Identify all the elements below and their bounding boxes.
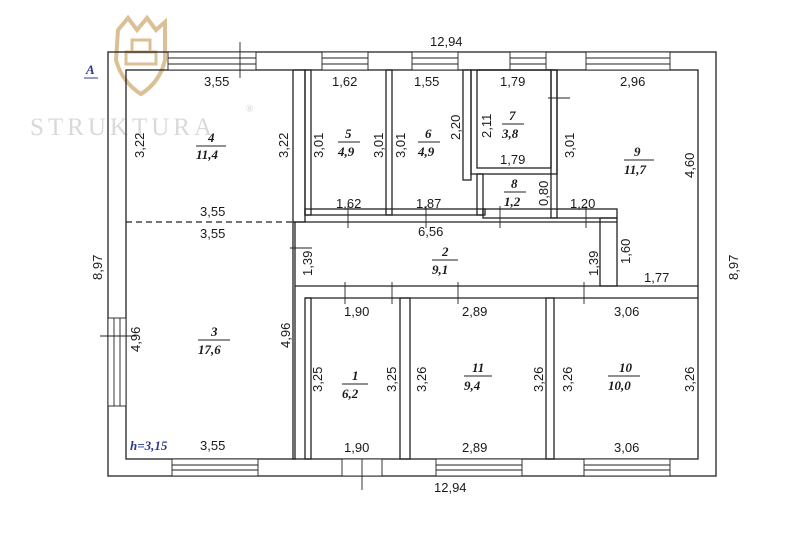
room-label-11: 11 9,4 bbox=[464, 360, 492, 393]
room-label-5: 5 4,9 bbox=[337, 126, 360, 159]
dim-r2-ext: 1,60 bbox=[618, 239, 633, 264]
room-label-7: 7 3,8 bbox=[501, 108, 524, 141]
dim-r7-left: 2,11 bbox=[479, 114, 494, 138]
dim-r10-left: 3,26 bbox=[560, 367, 575, 392]
svg-text:9: 9 bbox=[634, 144, 641, 159]
overall-right-dim: 8,97 bbox=[726, 255, 741, 280]
svg-text:9,1: 9,1 bbox=[432, 262, 448, 277]
svg-text:1,2: 1,2 bbox=[504, 194, 521, 209]
room-label-4: 4 11,4 bbox=[196, 130, 226, 162]
room-label-6: 6 4,9 bbox=[417, 126, 440, 159]
dim-r5-right: 3,01 bbox=[371, 133, 386, 158]
door-bottom-r1 bbox=[341, 458, 383, 490]
dim-r5-bottom: 1,62 bbox=[336, 196, 361, 211]
svg-text:17,6: 17,6 bbox=[198, 342, 221, 357]
svg-text:7: 7 bbox=[509, 108, 516, 123]
dim-r5-left: 3,01 bbox=[311, 133, 326, 158]
svg-text:1: 1 bbox=[352, 368, 359, 383]
svg-text:10: 10 bbox=[619, 360, 633, 375]
dim-r9-right: 4,60 bbox=[682, 153, 697, 178]
brand-registered-mark: ® bbox=[246, 104, 254, 115]
svg-text:6: 6 bbox=[425, 126, 432, 141]
window-bottom-r10 bbox=[583, 458, 671, 477]
section-marker: A bbox=[85, 62, 95, 77]
window-top-r7 bbox=[509, 51, 547, 71]
dim-r4-left: 3,22 bbox=[132, 133, 147, 158]
window-top-r6 bbox=[411, 51, 459, 71]
struktura-logo-icon bbox=[113, 14, 167, 97]
dim-r8-right: 0,80 bbox=[536, 181, 551, 206]
dim-r3-right: 4,96 bbox=[278, 323, 293, 348]
svg-text:11,7: 11,7 bbox=[624, 162, 647, 177]
room-label-1: 1 6,2 bbox=[342, 368, 368, 401]
room-label-10: 10 10,0 bbox=[608, 360, 640, 393]
svg-text:3: 3 bbox=[210, 324, 218, 339]
svg-text:2: 2 bbox=[441, 244, 449, 259]
dim-r5-top: 1,62 bbox=[332, 74, 357, 89]
dim-r6-left: 3,01 bbox=[393, 133, 408, 158]
svg-text:10,0: 10,0 bbox=[608, 378, 631, 393]
dim-r6-right: 2,20 bbox=[448, 115, 463, 140]
dim-r11-right: 3,26 bbox=[531, 367, 546, 392]
svg-text:4,9: 4,9 bbox=[417, 144, 435, 159]
dim-r1-bottom: 1,90 bbox=[344, 440, 369, 455]
dim-r8-bottom: 1,20 bbox=[570, 196, 595, 211]
dim-r3-bottom: 3,55 bbox=[200, 438, 225, 453]
dim-r9-left: 3,01 bbox=[562, 133, 577, 158]
dim-r10-right: 3,26 bbox=[682, 367, 697, 392]
dim-r1-top: 1,90 bbox=[344, 304, 369, 319]
dim-r7-bottom: 1,79 bbox=[500, 152, 525, 167]
dim-r2-right: 1,39 bbox=[586, 251, 601, 276]
door-marks bbox=[290, 97, 587, 304]
room-label-9: 9 11,7 bbox=[624, 144, 654, 177]
room-label-2: 2 9,1 bbox=[432, 244, 458, 277]
dim-r10-top: 3,06 bbox=[614, 304, 639, 319]
overall-top-dim: 12,94 bbox=[430, 34, 463, 49]
dim-r3-left: 4,96 bbox=[128, 327, 143, 352]
window-top-r5 bbox=[321, 51, 369, 71]
dim-r7-top: 1,79 bbox=[500, 74, 525, 89]
room-label-8: 8 1,2 bbox=[504, 176, 526, 209]
dim-r2-left: 1,39 bbox=[300, 251, 315, 276]
brand-name: STRUKTURA bbox=[30, 114, 216, 141]
dim-r11-left: 3,26 bbox=[414, 367, 429, 392]
svg-text:11: 11 bbox=[472, 360, 484, 375]
svg-text:11,4: 11,4 bbox=[196, 147, 219, 162]
dim-r3-top: 3,55 bbox=[200, 226, 225, 241]
dim-r6-bottom: 1,87 bbox=[416, 196, 441, 211]
room-label-3: 3 17,6 bbox=[198, 324, 230, 357]
dim-r6-top: 1,55 bbox=[414, 74, 439, 89]
window-bottom-r11 bbox=[435, 458, 523, 477]
dim-r2-bottom-right: 1,77 bbox=[644, 270, 669, 285]
dim-r1-right: 3,25 bbox=[384, 367, 399, 392]
svg-text:4: 4 bbox=[207, 130, 215, 145]
window-top-left bbox=[167, 42, 257, 78]
svg-text:4,9: 4,9 bbox=[337, 144, 355, 159]
svg-text:3,8: 3,8 bbox=[501, 126, 519, 141]
dim-r4-top: 3,55 bbox=[204, 74, 229, 89]
dim-r11-bottom: 2,89 bbox=[462, 440, 487, 455]
svg-text:6,2: 6,2 bbox=[342, 386, 359, 401]
dim-r2-top: 6,56 bbox=[418, 224, 443, 239]
dim-r4-right: 3,22 bbox=[276, 133, 291, 158]
svg-text:5: 5 bbox=[345, 126, 352, 141]
svg-text:9,4: 9,4 bbox=[464, 378, 481, 393]
window-left bbox=[100, 317, 136, 407]
overall-left-dim: 8,97 bbox=[90, 255, 105, 280]
dim-r11-top: 2,89 bbox=[462, 304, 487, 319]
svg-text:8: 8 bbox=[511, 176, 518, 191]
dim-r10-bottom: 3,06 bbox=[614, 440, 639, 455]
ceiling-height: h=3,15 bbox=[130, 438, 168, 453]
interior-walls bbox=[126, 69, 698, 460]
window-bottom-r3 bbox=[171, 458, 259, 477]
window-top-r9 bbox=[585, 51, 671, 71]
dim-r1-left: 3,25 bbox=[310, 367, 325, 392]
dim-r4-bottom: 3,55 bbox=[200, 204, 225, 219]
overall-bottom-dim: 12,94 bbox=[434, 480, 467, 495]
dim-r9-top: 2,96 bbox=[620, 74, 645, 89]
